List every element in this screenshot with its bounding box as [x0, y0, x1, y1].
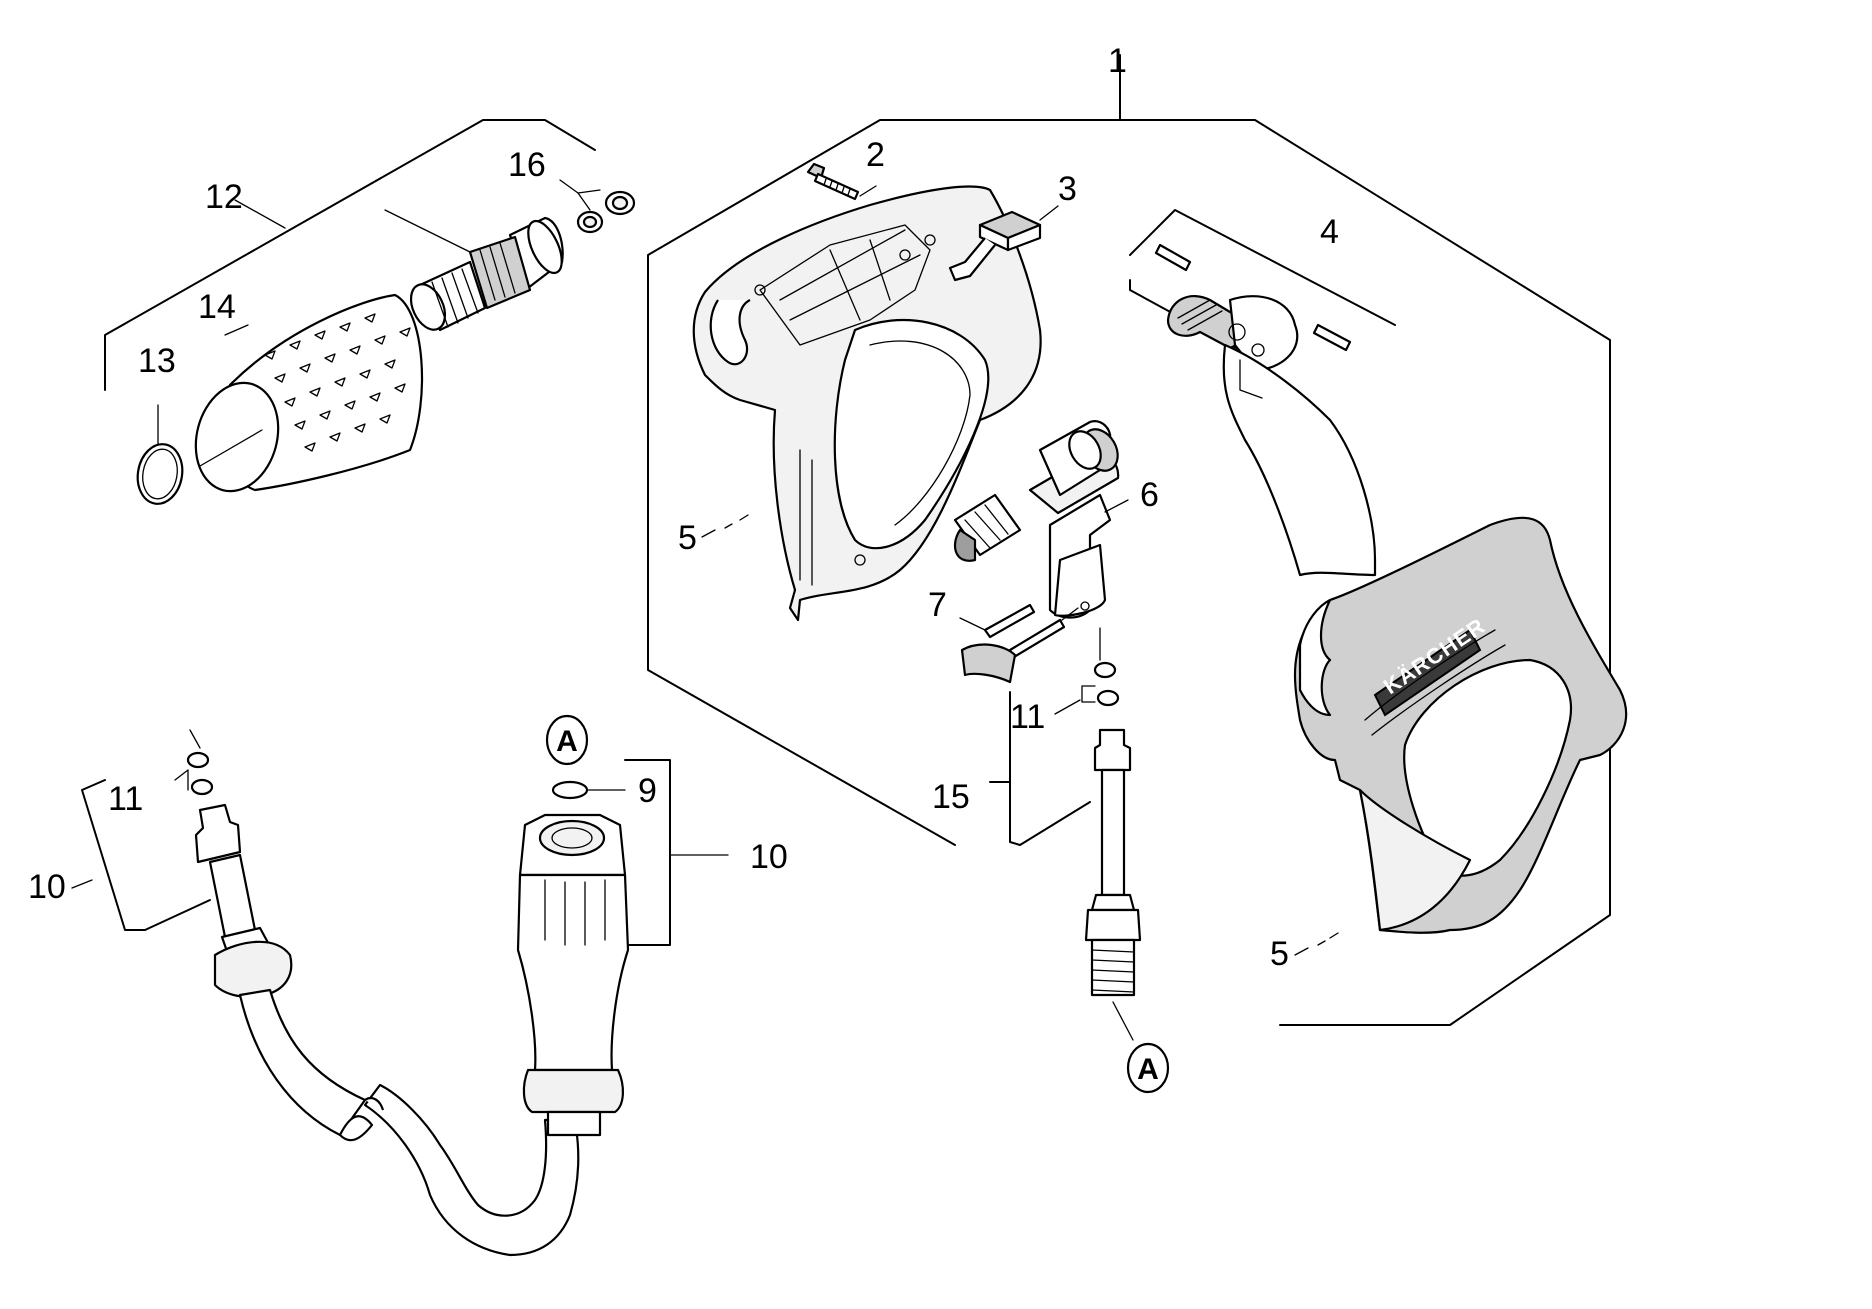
sleeve-holes: [264, 313, 411, 452]
callout-7: 7: [928, 586, 947, 624]
sleeve-part-14: [194, 293, 424, 493]
fitting-group-15: [989, 627, 1142, 1041]
callout-11-left: 11: [108, 780, 143, 818]
callout-9: 9: [638, 772, 657, 810]
reference-a-top: A: [556, 725, 578, 758]
callout-11-right: 11: [1010, 698, 1045, 736]
callout-1: 1: [1108, 42, 1127, 80]
callout-labels: 1 2 3 4 5 5 6 7 9 10 10 11 11 12 13 14 1…: [28, 42, 1339, 973]
callout-10-right: 10: [750, 838, 788, 876]
hose-coupling-group-10-right: [516, 759, 729, 1137]
seals-part-16: [559, 179, 636, 234]
callout-13: 13: [138, 342, 176, 380]
ring-part-13: [136, 404, 184, 505]
elbow-fitting-part-6: [953, 420, 1129, 619]
trigger-lock-part-3: [948, 205, 1059, 282]
callout-2: 2: [866, 136, 885, 174]
reference-marker-a-top: A: [545, 714, 589, 766]
callout-5-right: 5: [1270, 935, 1289, 973]
reference-a-bottom: A: [1137, 1053, 1159, 1086]
callout-6: 6: [1140, 476, 1159, 514]
group-12-outline: [104, 119, 596, 391]
callout-12: 12: [205, 178, 243, 216]
group-1-outline: [647, 54, 1611, 1026]
trigger-group-4: [1129, 209, 1396, 577]
nozzle-connector: [384, 209, 564, 332]
callout-4: 4: [1320, 213, 1339, 251]
callout-14: 14: [198, 288, 236, 326]
callout-15: 15: [932, 778, 970, 816]
callout-3: 3: [1058, 170, 1077, 208]
callout-10-left: 10: [28, 868, 66, 906]
hose-end-group-10-left: [81, 729, 580, 1257]
screw-part-2: [806, 162, 877, 201]
callout-5-left: 5: [678, 519, 697, 557]
right-housing-half: [1293, 516, 1628, 934]
callout-16: 16: [508, 146, 546, 184]
reference-marker-a-bottom: A: [1126, 1042, 1170, 1094]
left-housing-half: [692, 185, 1042, 622]
pin-clip-part-7: [959, 603, 1079, 684]
